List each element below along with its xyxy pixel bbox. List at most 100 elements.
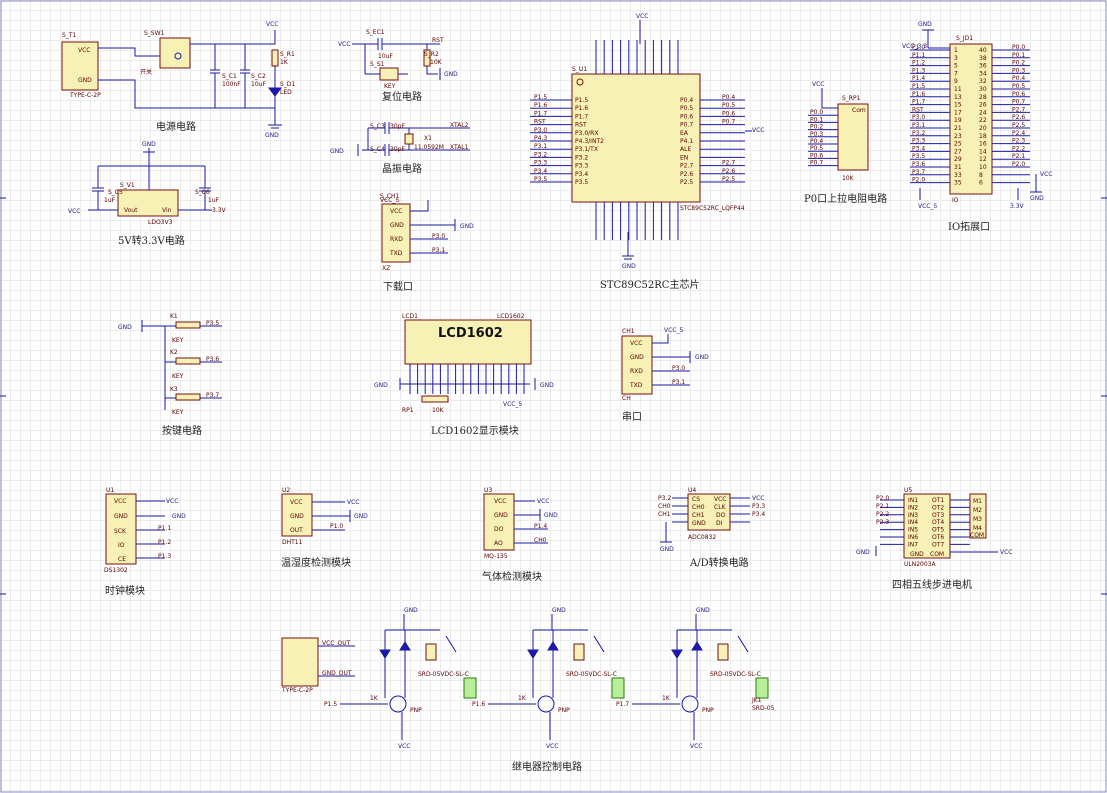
io-pin-number: 28 [979, 94, 987, 101]
adc-p32: P3.2 [658, 495, 671, 502]
relay-pnp-label: PNP [410, 707, 422, 714]
step-p22: P2.2 [876, 511, 889, 518]
adc-cs: CS [692, 496, 700, 503]
mcu-left-pin-label: P1.6 [575, 105, 588, 112]
io-left-net: P3.6 [912, 161, 925, 168]
mcu-left-net-label: P1.7 [534, 110, 547, 117]
mcu-left-net-label: P1.6 [534, 102, 547, 109]
clk-p12: P1.2 [158, 539, 171, 546]
io-pin-number: 24 [979, 109, 987, 116]
stepper-in-label: IN1 [908, 497, 918, 504]
power-vcc-net: VCC [266, 21, 278, 28]
gas-ch0: CH0 [534, 537, 547, 544]
key-circuit: GND K1 K2 K3 KEY KEY KEY P3.5 P3.6 P3.7 … [118, 313, 222, 437]
relay-r-label: 1K [662, 695, 671, 702]
io-left-net: P1.7 [912, 99, 925, 106]
step-gnd-net: GND [856, 549, 870, 556]
io-pin-number: 40 [979, 47, 987, 54]
io-pin-number: 25 [954, 141, 962, 148]
io-right-net: P2.0 [1012, 161, 1025, 168]
title-keys: 按键电路 [162, 424, 202, 437]
step-m1: M1 [973, 498, 982, 505]
uart-ref: CH1 [622, 328, 635, 335]
power-label-11: 1K [280, 59, 289, 66]
relay-srd-label: SRD-05VDC-SL-C [418, 671, 469, 678]
io-left-net: P3.2 [912, 130, 925, 137]
io-left-net: P3.1 [912, 122, 925, 129]
io-pin-number: 6 [979, 180, 983, 187]
pnp-transistor [681, 695, 699, 713]
stepper-ot-label: OT4 [932, 519, 944, 526]
mcu-left-pin-label: P3.2 [575, 154, 588, 161]
power-label-4: S_SW1 [144, 30, 165, 37]
lcd-gnd: GND [374, 382, 388, 389]
uart-p31: P3.1 [672, 379, 685, 386]
reset-label-2: S_R2 [424, 51, 439, 58]
adc-p33: P3.3 [752, 503, 765, 510]
relay-contact [445, 635, 457, 653]
io-pin-number: 18 [979, 133, 987, 140]
title-ldo: 5V转3.3V电路 [118, 234, 185, 247]
io-right-net: P0.6 [1012, 91, 1025, 98]
stepper-ot-label: OT6 [932, 534, 944, 541]
stepper-ot-label: OT5 [932, 527, 944, 534]
relay-r-label: 1K [518, 695, 527, 702]
relay-section: VCC_OUT GND_OUT TYPE-C-2P 1KP1.5PNPSRD-0… [281, 607, 775, 773]
power-label-2: GND [78, 77, 92, 84]
mcu-right-pin-label: P2.6 [680, 171, 693, 178]
io-pin-number: 12 [979, 156, 987, 163]
reset-label-5: S_S1 [370, 61, 385, 68]
ldo-label-0: S_V1 [120, 182, 135, 189]
dl-p30: P3.0 [432, 233, 445, 240]
power-label-13: LED [280, 89, 292, 96]
power-label-9: 10uF [251, 81, 266, 88]
lcd-ref: LCD1 [402, 313, 418, 320]
relay-srd-label: SRD-05VDC-SL-C [710, 671, 761, 678]
relay-srd-label: SRD-05VDC-SL-C [566, 671, 617, 678]
mcu-right-pin-label: ALE [680, 146, 691, 153]
title-mcu: STC89C52RC主芯片 [600, 278, 699, 291]
step-m2: M2 [973, 507, 982, 514]
adc-ch1n: CH1 [658, 511, 671, 518]
power-gnd-net: GND [265, 132, 279, 139]
io-pin-number: 32 [979, 78, 987, 85]
relay-vccout: VCC_OUT [322, 640, 351, 647]
title-io: IO拓展口 [948, 221, 990, 233]
clk-vcc: VCC [114, 498, 126, 505]
step-com: COM [930, 551, 944, 558]
gas-p14: P1.4 [534, 523, 547, 530]
pullup-net-label: P0.2 [810, 124, 823, 131]
title-lcd: LCD1602显示模块 [431, 425, 519, 437]
mcu-left-pin-label: P3.0/RX [575, 130, 598, 137]
io-pin-number: 9 [954, 78, 958, 85]
title-dht: 温湿度检测模块 [281, 556, 351, 569]
title-crystal: 晶振电路 [382, 162, 422, 175]
pullup-net-label: P0.1 [810, 116, 823, 123]
adc-part: ADC0832 [688, 534, 716, 541]
power-label-7: 100nF [222, 81, 241, 88]
adc-p34: P3.4 [752, 511, 765, 518]
pullup-net-label: P0.7 [810, 160, 823, 167]
title-gas: 气体检测模块 [482, 570, 542, 583]
mcu-left-pin-label: P3.5 [575, 179, 588, 186]
adc-do: DO [716, 512, 726, 519]
io-right-net: P2.6 [1012, 114, 1025, 121]
dl-vcc: VCC [390, 208, 402, 215]
io-left-net: P3.3 [912, 138, 925, 145]
io-left-net: P1.3 [912, 67, 925, 74]
key-name-2: KEY [172, 373, 184, 380]
io-right-net: P2.5 [1012, 122, 1025, 129]
io-left-net: P1.4 [912, 75, 925, 82]
io-pin-number: 34 [979, 70, 987, 77]
pullup-vcc: VCC [812, 81, 824, 88]
io-right-net: P0.2 [1012, 60, 1025, 67]
ldo-gnd: GND [142, 141, 156, 148]
mcu-vcc: VCC [636, 13, 648, 20]
mcu-left-pin-labels: P1.5P1.5P1.6P1.6P1.7P1.7RSTRSTP3.0/RXP3.… [534, 94, 604, 186]
power-labels: S_T1 VCC GND TYPE-C-2P S_SW1 开关 S_C1 100… [62, 21, 295, 139]
relay-vcc-label: VCC [546, 743, 558, 750]
mcu-right-pin-label: P0.4 [680, 97, 693, 104]
